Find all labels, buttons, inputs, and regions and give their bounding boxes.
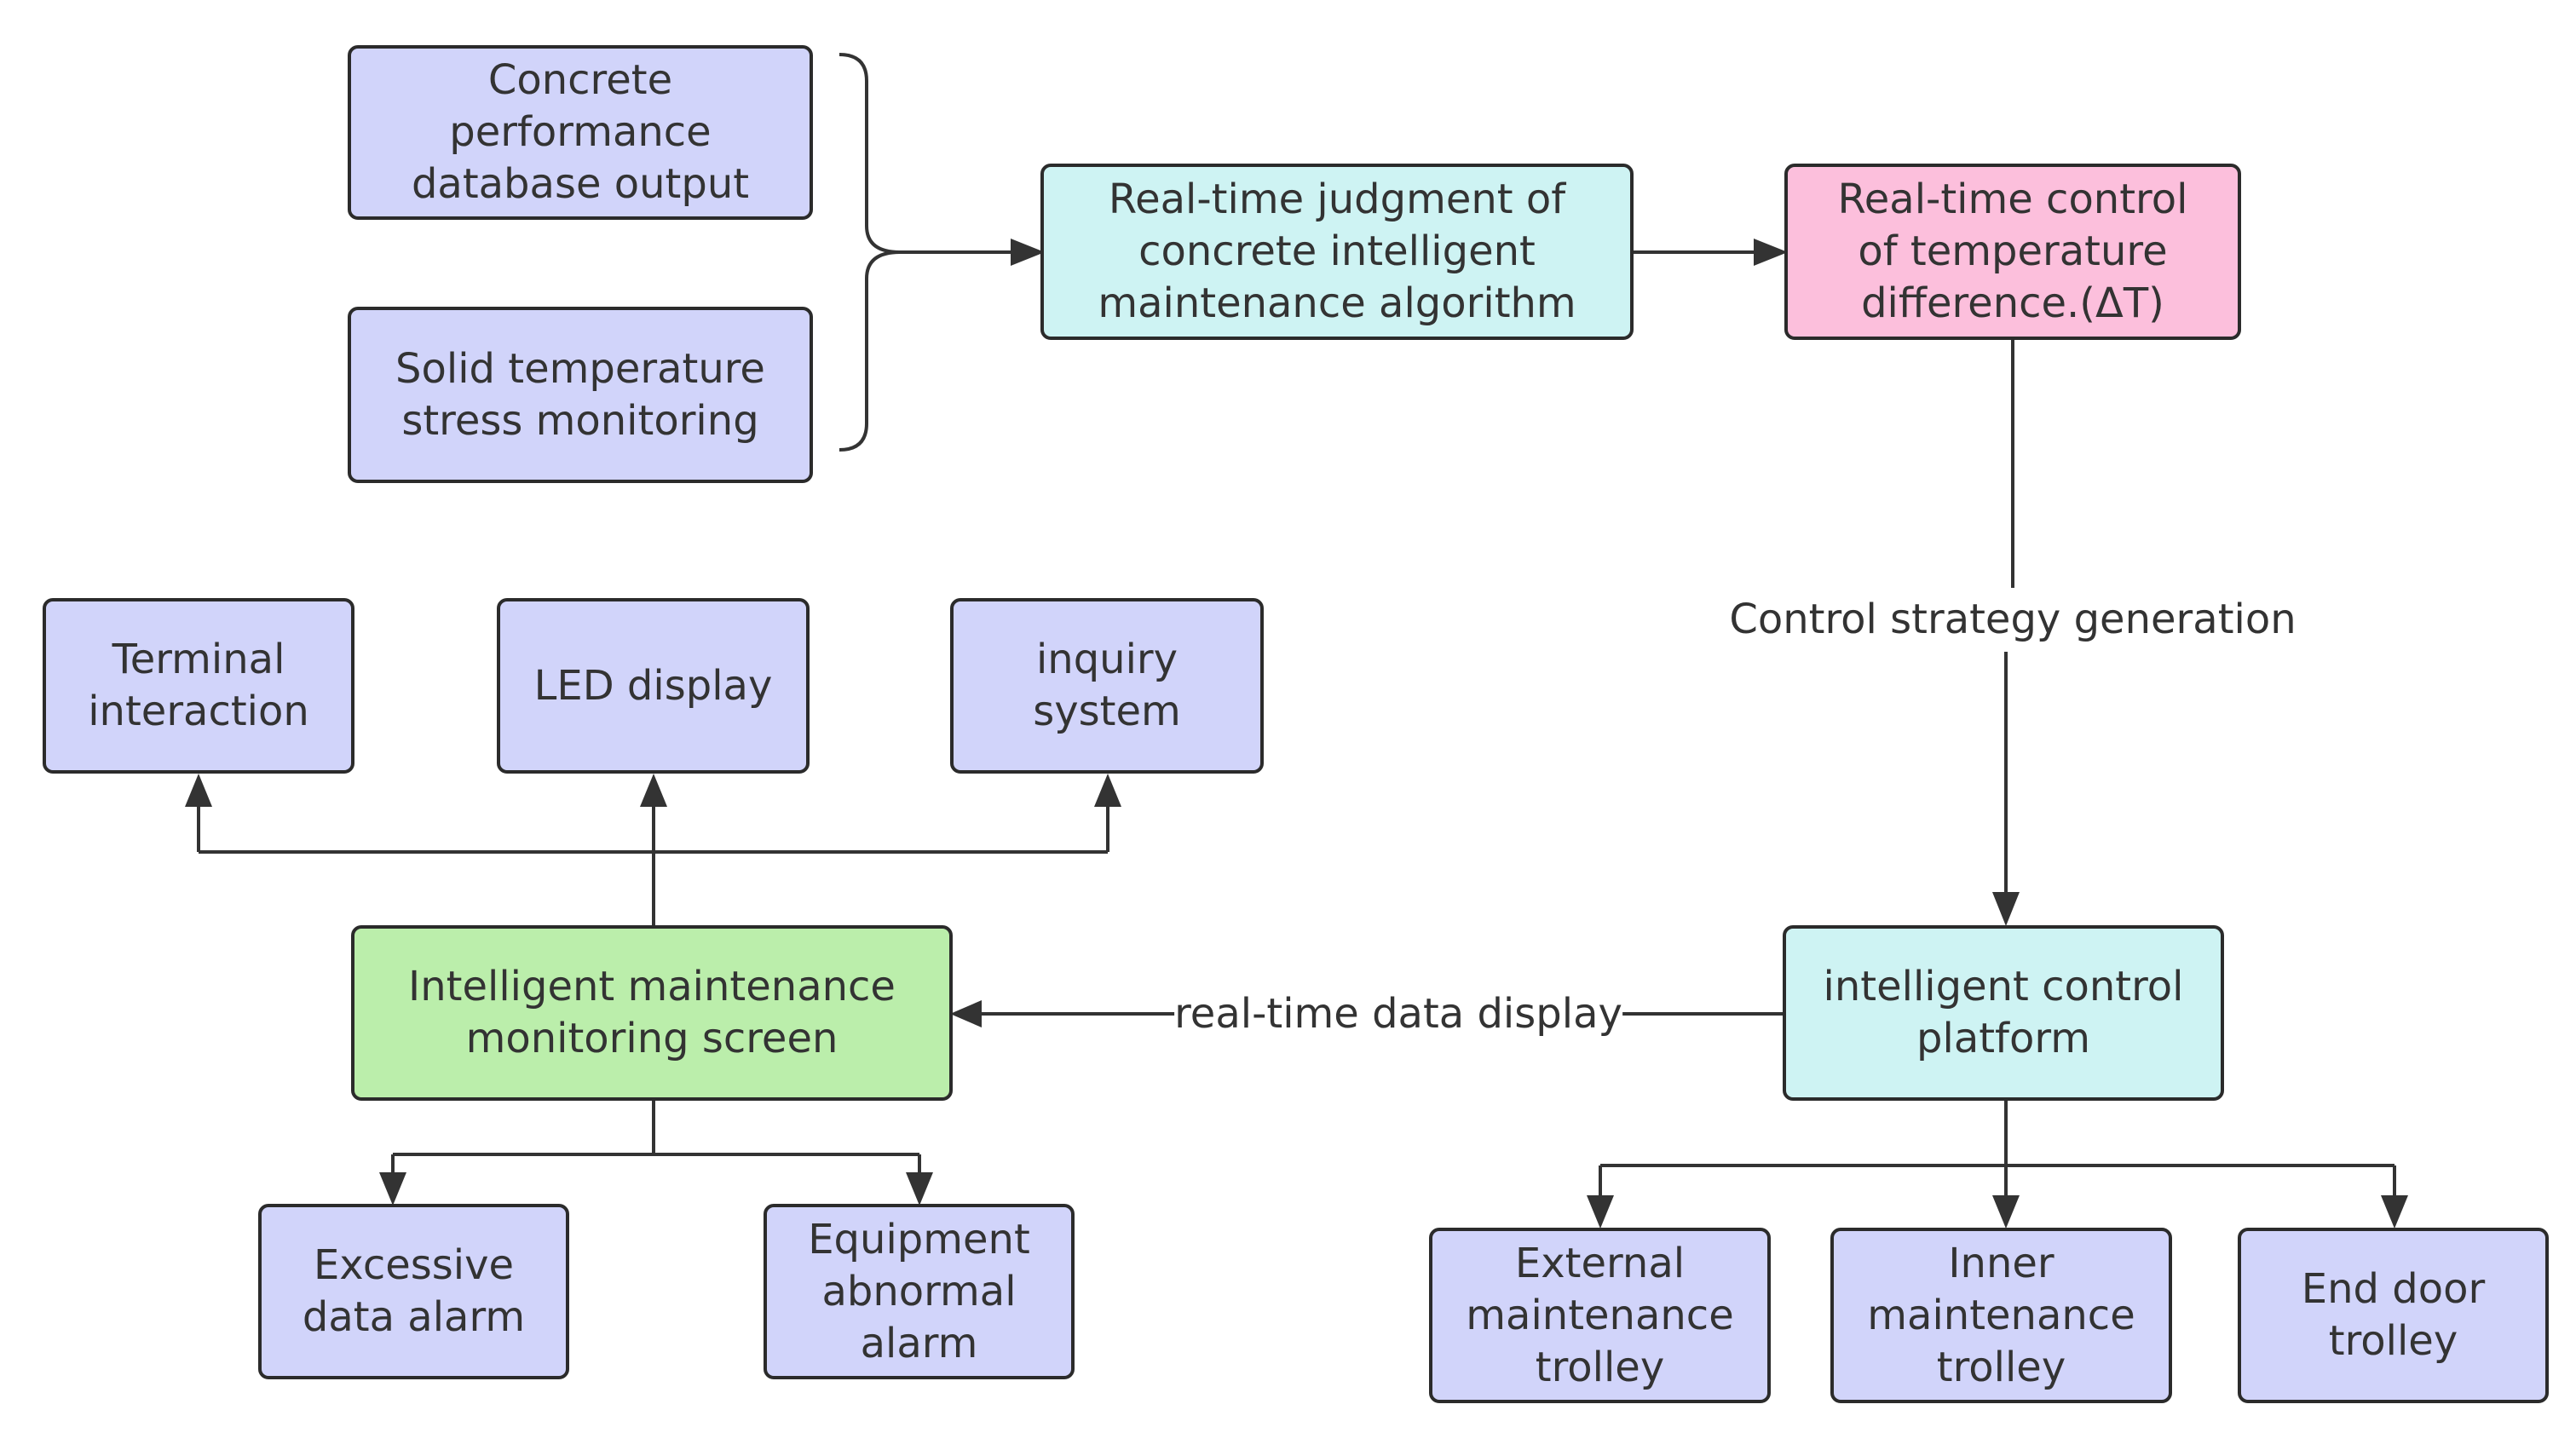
control-strategy-edge-label: Control strategy generation	[1729, 594, 2297, 645]
external-trolley-node[interactable]: External maintenance trolley	[1429, 1228, 1771, 1403]
monitoring-screen-label: Intelligent maintenance monitoring scree…	[408, 963, 896, 1062]
equipment-arrowhead	[906, 1172, 933, 1206]
excessive-data-alarm-node[interactable]: Excessive data alarm	[258, 1204, 569, 1379]
inner-trolley-node[interactable]: Inner maintenance trolley	[1830, 1228, 2172, 1403]
realtime-judgment-label: Real-time judgment of concrete intellige…	[1098, 176, 1576, 327]
realtime-judgment-node[interactable]: Real-time judgment of concrete intellige…	[1040, 164, 1634, 340]
realtime-data-display-edge-label: real-time data display	[1174, 988, 1622, 1039]
external-trolley-label: External maintenance trolley	[1466, 1239, 1734, 1391]
monitoring-screen-node[interactable]: Intelligent maintenance monitoring scree…	[351, 925, 953, 1101]
concrete-performance-db-node[interactable]: Concrete performance database output	[348, 45, 813, 220]
equipment-abnormal-alarm-node[interactable]: Equipment abnormal alarm	[764, 1204, 1075, 1379]
temperature-control-node[interactable]: Real-time control of temperature differe…	[1784, 164, 2241, 340]
equipment-abnormal-alarm-label: Equipment abnormal alarm	[808, 1215, 1030, 1367]
external-arrowhead	[1587, 1195, 1614, 1229]
temperature-control-label: Real-time control of temperature differe…	[1837, 176, 2188, 327]
led-arrowhead	[640, 774, 667, 807]
judgment-to-control-arrowhead	[1754, 239, 1788, 266]
solid-temperature-label: Solid temperature stress monitoring	[395, 344, 765, 445]
inner-arrowhead	[1992, 1195, 2020, 1229]
control-platform-node[interactable]: intelligent control platform	[1783, 925, 2224, 1101]
excessive-data-alarm-label: Excessive data alarm	[302, 1241, 526, 1341]
end-door-arrowhead	[2381, 1195, 2408, 1229]
brace-to-judgment-arrowhead	[1011, 239, 1045, 266]
inner-trolley-label: Inner maintenance trolley	[1867, 1239, 2135, 1391]
control-platform-label: intelligent control platform	[1823, 963, 2184, 1062]
terminal-arrowhead	[185, 774, 212, 807]
input-brace	[838, 53, 901, 452]
end-door-trolley-label: End door trolley	[2301, 1265, 2486, 1365]
inquiry-arrowhead	[1094, 774, 1121, 807]
terminal-interaction-label: Terminal interaction	[88, 636, 309, 735]
led-display-node[interactable]: LED display	[497, 598, 810, 774]
excessive-arrowhead	[379, 1172, 406, 1206]
terminal-interaction-node[interactable]: Terminal interaction	[43, 598, 354, 774]
concrete-performance-db-label: Concrete performance database output	[411, 56, 750, 208]
strategy-to-platform-arrowhead	[1992, 892, 2020, 926]
inquiry-system-node[interactable]: inquiry system	[950, 598, 1264, 774]
end-door-trolley-node[interactable]: End door trolley	[2238, 1228, 2549, 1403]
platform-to-screen-arrowhead	[950, 1000, 982, 1027]
led-display-label: LED display	[533, 661, 773, 710]
solid-temperature-node[interactable]: Solid temperature stress monitoring	[348, 307, 813, 483]
inquiry-system-label: inquiry system	[1033, 636, 1181, 735]
